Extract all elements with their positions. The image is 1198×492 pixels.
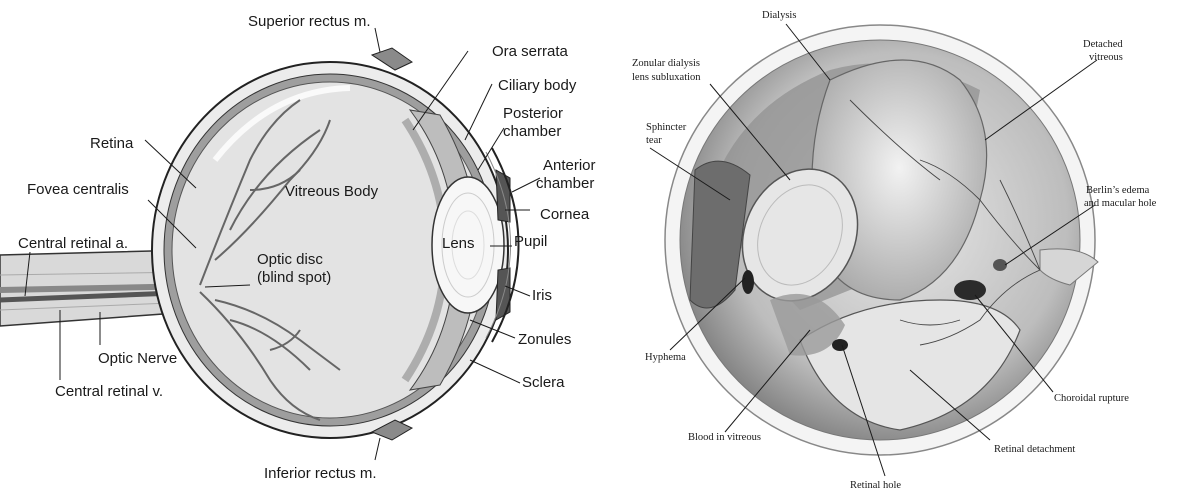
label-optic-nerve: Optic Nerve <box>98 350 177 367</box>
label-cornea: Cornea <box>540 206 590 223</box>
label-berlins-edema-2: and macular hole <box>1084 198 1157 209</box>
eye-trauma-diagram: Dialysis Zonular dialysis lens subluxati… <box>600 0 1198 492</box>
label-blood-in-vitreous: Blood in vitreous <box>688 432 761 443</box>
label-zonular-dialysis-2: lens subluxation <box>632 72 701 83</box>
label-dialysis: Dialysis <box>762 10 796 21</box>
label-optic-disc-2: (blind spot) <box>257 269 331 286</box>
superior-rectus-shape <box>372 48 412 70</box>
label-central-retinal-v: Central retinal v. <box>55 383 163 400</box>
label-zonular-dialysis-1: Zonular dialysis <box>632 58 700 69</box>
label-posterior-chamber-1: Posterior <box>503 105 563 122</box>
label-sphincter-tear-1: Sphincter <box>646 122 687 133</box>
label-pupil: Pupil <box>514 233 547 250</box>
label-detached-vitreous-2: vitreous <box>1089 52 1123 63</box>
label-posterior-chamber-2: chamber <box>503 123 561 140</box>
label-lens: Lens <box>442 235 475 252</box>
label-retina: Retina <box>90 135 134 152</box>
label-central-retinal-a: Central retinal a. <box>18 235 128 252</box>
label-iris: Iris <box>532 287 552 304</box>
eye-trauma-svg: Dialysis Zonular dialysis lens subluxati… <box>600 0 1198 492</box>
label-inferior-rectus: Inferior rectus m. <box>264 465 377 482</box>
label-berlins-edema-1: Berlin’s edema <box>1086 185 1150 196</box>
label-anterior-chamber-2: chamber <box>536 175 594 192</box>
label-anterior-chamber-1: Anterior <box>543 157 596 174</box>
label-superior-rectus: Superior rectus m. <box>248 13 371 30</box>
label-hyphema: Hyphema <box>645 352 686 363</box>
label-fovea-centralis: Fovea centralis <box>27 181 129 198</box>
label-sphincter-tear-2: tear <box>646 135 662 146</box>
label-ciliary-body: Ciliary body <box>498 77 577 94</box>
label-sclera: Sclera <box>522 374 565 391</box>
label-optic-disc-1: Optic disc <box>257 251 323 268</box>
label-retinal-detachment: Retinal detachment <box>994 444 1075 455</box>
label-ora-serrata: Ora serrata <box>492 43 569 60</box>
label-detached-vitreous-1: Detached <box>1083 39 1123 50</box>
label-retinal-hole: Retinal hole <box>850 480 901 491</box>
label-zonules: Zonules <box>518 331 571 348</box>
label-vitreous-body: Vitreous Body <box>285 183 379 200</box>
label-choroidal-rupture: Choroidal rupture <box>1054 393 1129 404</box>
eye-anatomy-svg: Superior rectus m. Ora serrata Ciliary b… <box>0 0 600 492</box>
eye-anatomy-diagram: Superior rectus m. Ora serrata Ciliary b… <box>0 0 600 492</box>
